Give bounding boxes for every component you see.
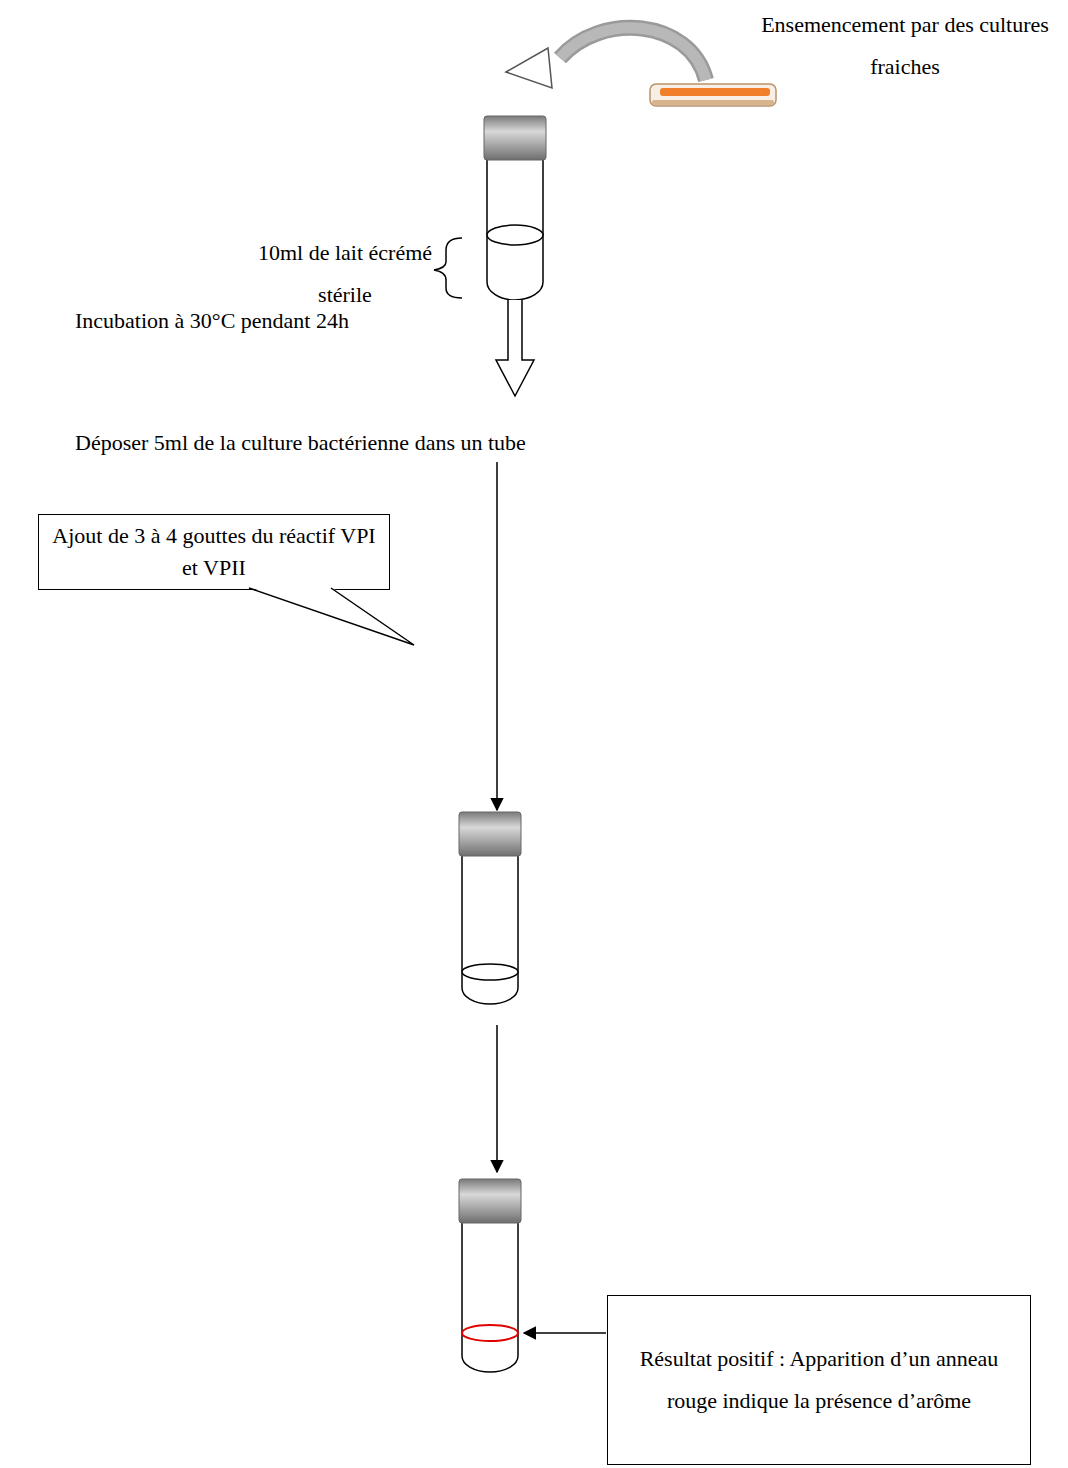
callout-tail-fill xyxy=(249,587,414,645)
test-tube xyxy=(484,116,546,300)
result-box: Résultat positif : Apparition d’un annea… xyxy=(607,1295,1031,1465)
box-text: Ajout de 3 à 4 gouttes du réactif VPI et… xyxy=(49,520,379,584)
petri-dish xyxy=(650,84,776,106)
bracket xyxy=(434,238,462,298)
callout-box: Ajout de 3 à 4 gouttes du réactif VPI et… xyxy=(38,514,390,590)
volume-label: 10ml de lait écrémé stérile xyxy=(250,232,440,316)
step-label: Incubation à 30°C pendant 24h xyxy=(75,303,495,338)
callout-tail-outline xyxy=(249,588,414,645)
test-tube xyxy=(459,812,521,1004)
leader-arrow xyxy=(524,1332,606,1334)
flow-arrow xyxy=(496,462,498,810)
step-label: Déposer 5ml de la culture bactérienne da… xyxy=(75,425,975,460)
instruction-label: Ensemencement par des cultures fraiches xyxy=(760,4,1050,88)
flow-arrow xyxy=(496,1025,498,1172)
test-tube xyxy=(459,1179,521,1372)
hollow-arrow xyxy=(496,300,534,396)
transfer-arrow xyxy=(506,28,706,88)
callout-tail xyxy=(239,587,439,657)
box-text: Résultat positif : Apparition d’un annea… xyxy=(630,1338,1008,1422)
